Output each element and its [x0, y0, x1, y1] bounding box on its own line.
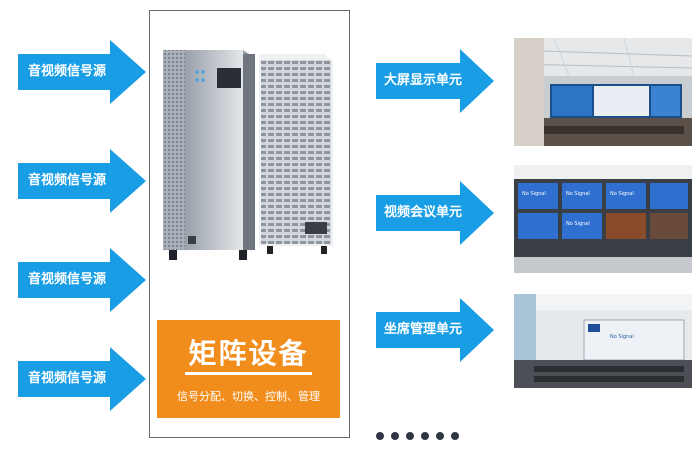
dot [376, 432, 384, 440]
no-signal-text: No Signal [522, 191, 546, 197]
photo-seat-management: No Signal [514, 294, 692, 402]
source-arrow-4: 音视频信号源 [18, 347, 146, 411]
no-signal-text: No Signal [566, 191, 590, 197]
source-arrow-1: 音视频信号源 [18, 40, 146, 104]
dot [391, 432, 399, 440]
arrow-right-icon [18, 248, 146, 312]
front-display [217, 68, 241, 88]
output-arrow-conference: 视频会议单元 [376, 181, 494, 245]
front-logo [188, 236, 196, 244]
arrow-right-icon [376, 49, 494, 113]
output-label: 视频会议单元 [384, 205, 463, 220]
arrow-right-icon [376, 181, 494, 245]
source-label: 音视频信号源 [28, 371, 107, 386]
source-arrow-2: 音视频信号源 [18, 149, 146, 213]
source-label: 音视频信号源 [28, 173, 107, 188]
rack-modules [261, 60, 331, 244]
matrix-device-label: 矩阵设备 信号分配、切换、控制、管理 [157, 320, 340, 418]
no-signal-text: No Signal [610, 191, 634, 197]
output-label: 大屏显示单元 [384, 73, 463, 88]
dot [436, 432, 444, 440]
device-subtitle: 信号分配、切换、控制、管理 [177, 390, 320, 403]
arrow-right-icon [18, 347, 146, 411]
photo-large-screen-room [514, 38, 692, 146]
dot [421, 432, 429, 440]
output-arrow-seats: 坐席管理单元 [376, 298, 494, 362]
no-signal-text: No Signal [566, 221, 590, 227]
source-label: 音视频信号源 [28, 272, 107, 287]
dot [406, 432, 414, 440]
device-title: 矩阵设备 [188, 337, 309, 370]
video-wall [583, 319, 685, 361]
dot [451, 432, 459, 440]
no-signal-text: No Signal [610, 334, 634, 340]
arrow-right-icon [18, 149, 146, 213]
output-arrow-display: 大屏显示单元 [376, 49, 494, 113]
output-label: 坐席管理单元 [384, 322, 463, 337]
arrow-right-icon [376, 298, 494, 362]
title-underline [185, 372, 312, 375]
source-label: 音视频信号源 [28, 64, 107, 79]
arrow-right-icon [18, 40, 146, 104]
matrix-cabinet-illustration [163, 50, 333, 260]
photo-video-conference: No Signal No Signal No Signal No Signal [514, 165, 692, 273]
source-arrow-3: 音视频信号源 [18, 248, 146, 312]
decorative-dots [376, 425, 466, 444]
